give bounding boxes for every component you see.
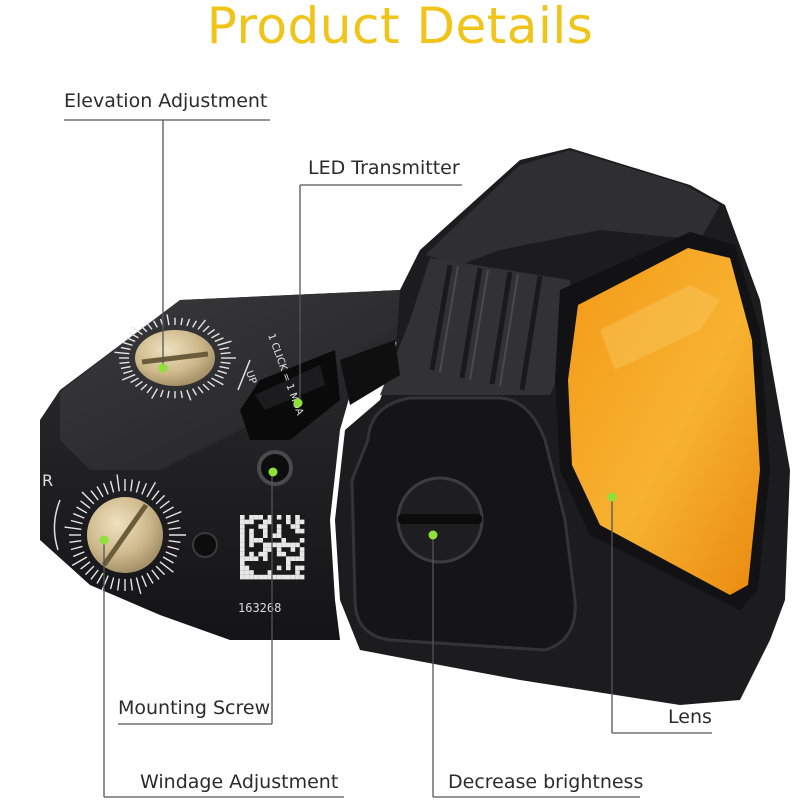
callout-led-transmitter: LED Transmitter: [308, 157, 460, 179]
marker-windage: [99, 535, 109, 545]
marker-brightness: [428, 530, 438, 540]
marker-lens: [607, 492, 617, 502]
marker-led: [293, 398, 303, 408]
marker-mounting: [268, 467, 278, 477]
marker-dots: [99, 363, 617, 545]
callout-lens: Lens: [668, 706, 712, 728]
lens-glass: [568, 248, 760, 595]
page-title: Product Details: [206, 0, 594, 55]
callout-elevation-adjustment: Elevation Adjustment: [64, 90, 268, 112]
rib-lines: [429, 264, 543, 391]
engraving-up: UP: [243, 369, 258, 385]
callout-lines: [64, 119, 712, 798]
sight-hood-top: [425, 150, 720, 265]
elevation-dial: [114, 314, 236, 401]
serial-number: 163268: [238, 601, 281, 615]
engraving-r: R: [42, 471, 53, 490]
windage-dial: [64, 474, 186, 595]
sight-top-deck: [60, 290, 410, 470]
callout-mounting-screw: Mounting Screw: [118, 697, 271, 719]
callout-decrease-brightness: Decrease brightness: [448, 771, 644, 793]
marker-elevation: [158, 363, 168, 373]
callout-windage-adjustment: Windage Adjustment: [140, 771, 339, 793]
